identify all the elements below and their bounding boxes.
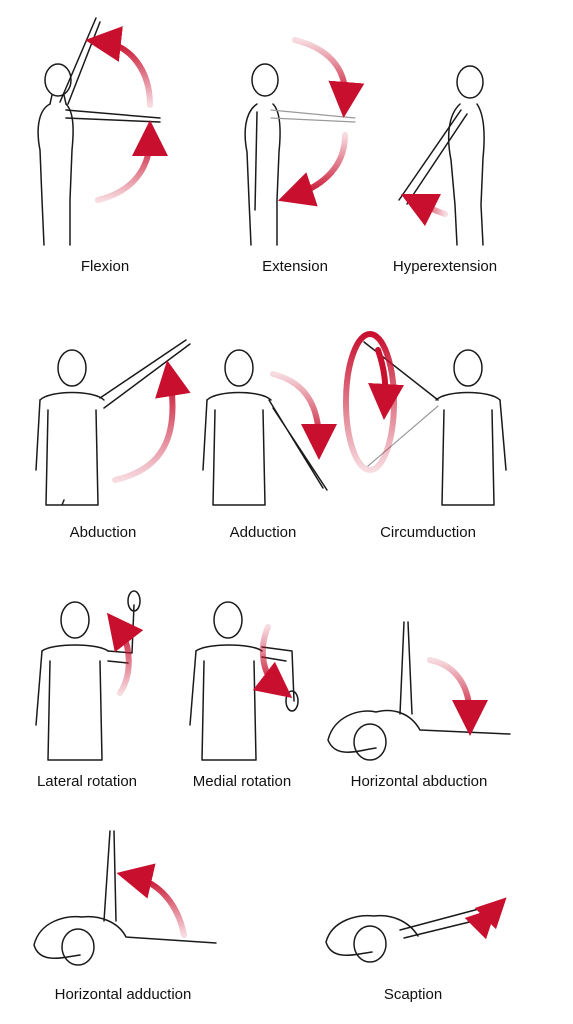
panel-hyperextension: Hyperextension <box>385 0 573 290</box>
standing-figure-side <box>244 63 281 246</box>
lateral-rotation-illustration <box>35 590 144 761</box>
lying-figure-top <box>325 914 419 963</box>
panel-medial-rotation: Medial rotation <box>170 585 320 805</box>
scaption-label: Scaption <box>383 986 443 1003</box>
lateral-rotation-arrow <box>106 612 144 696</box>
flexion-arrow-lower <box>95 120 168 203</box>
extension-label: Extension <box>262 258 328 275</box>
standing-figure-side <box>447 65 485 246</box>
circumduction-illustration <box>343 331 507 506</box>
panel-extension: Extension <box>195 0 385 290</box>
panel-abduction: Abduction <box>0 330 200 550</box>
circumduction-arrowhead <box>368 347 405 420</box>
horizontal-abduction-label: Horizontal abduction <box>350 773 488 790</box>
panel-circumduction: Circumduction <box>330 330 530 550</box>
arm-raised <box>59 17 101 105</box>
hyperextension-label: Hyperextension <box>392 258 498 275</box>
scaption-arrow <box>464 897 507 940</box>
flexion-illustration <box>37 17 168 246</box>
horizontal-abduction-illustration <box>327 621 511 761</box>
panel-scaption: Scaption <box>310 880 540 1015</box>
adduction-arrow <box>270 371 337 460</box>
panel-horizontal-abduction: Horizontal abduction <box>320 600 573 810</box>
arm-forward <box>65 109 161 123</box>
abduction-label: Abduction <box>69 524 137 541</box>
hyperextension-arrow <box>400 193 448 227</box>
abduction-illustration <box>35 339 191 506</box>
panel-lateral-rotation: Lateral rotation <box>0 585 175 805</box>
circumduction-label: Circumduction <box>380 524 476 541</box>
scaption-illustration <box>325 897 507 963</box>
arm-back <box>398 109 468 205</box>
hand <box>285 690 299 712</box>
arm-down <box>254 111 258 211</box>
horizontal-adduction-label: Horizontal adduction <box>54 986 192 1003</box>
horizontal-abduction-arrow <box>427 657 488 736</box>
extension-arrow-upper <box>292 37 365 118</box>
panel-flexion: Flexion <box>0 0 200 290</box>
flexion-arrow-upper <box>85 26 153 108</box>
arm-raised-vertical <box>103 830 117 922</box>
standing-figure-front <box>202 349 272 506</box>
flexion-label: Flexion <box>80 258 130 275</box>
hand <box>127 590 141 612</box>
medial-rotation-illustration <box>189 601 299 761</box>
standing-figure-front <box>35 601 109 761</box>
lying-figure-top <box>327 709 511 761</box>
panel-horizontal-adduction: Horizontal adduction <box>0 825 240 1015</box>
standing-figure-front <box>35 349 105 506</box>
arm-ghost <box>367 405 439 467</box>
horizontal-adduction-illustration <box>33 830 217 966</box>
panel-adduction: Adduction <box>195 330 345 550</box>
extension-arrow-lower <box>277 132 348 207</box>
medial-rotation-label: Medial rotation <box>192 773 292 790</box>
abduction-arrow <box>112 360 191 483</box>
arm-raised-side <box>99 339 191 409</box>
arm-forward-ghost <box>270 109 356 123</box>
extension-illustration <box>244 37 365 246</box>
adduction-illustration <box>202 349 337 506</box>
adduction-label: Adduction <box>229 524 297 541</box>
standing-figure-side <box>37 63 74 246</box>
hyperextension-illustration <box>398 65 485 246</box>
horizontal-adduction-arrow <box>116 863 187 938</box>
medial-rotation-arrow <box>252 624 293 699</box>
arm-raised-vertical <box>399 621 413 715</box>
standing-figure-front <box>189 601 263 761</box>
arm-lowering <box>268 399 328 491</box>
lying-figure-top <box>33 915 217 966</box>
lateral-rotation-label: Lateral rotation <box>36 773 138 790</box>
arm-scapular-plane <box>399 905 495 939</box>
standing-figure-front <box>435 349 507 506</box>
